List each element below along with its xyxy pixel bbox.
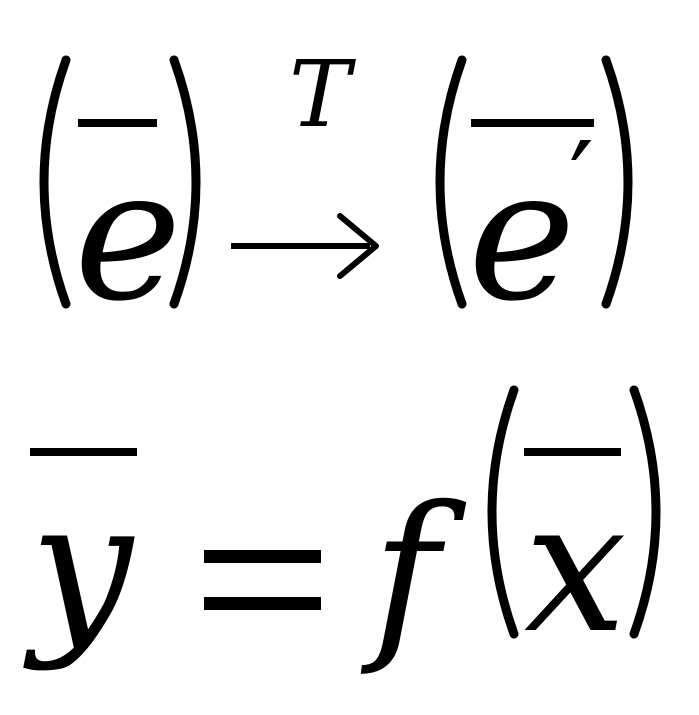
function-f: f [360, 467, 467, 679]
vector-e: e [74, 129, 182, 341]
equals-top-bar [204, 550, 321, 563]
equals-bottom-bar [204, 597, 321, 610]
left-paren-open [39, 55, 71, 309]
prime-mark: ′ [569, 118, 594, 246]
arg-paren-close [629, 385, 661, 639]
function-equation: y f x [23, 385, 661, 679]
equals-sign [204, 550, 321, 610]
vector-x: x [524, 461, 627, 673]
right-paren-close [601, 55, 633, 309]
arg-paren-open [487, 385, 519, 639]
transformation-equation: e T e ′ [39, 41, 633, 341]
vector-y: y [23, 461, 135, 673]
left-vector-group: e [39, 55, 201, 341]
right-vector-group: e ′ [435, 55, 633, 341]
argument-group: x [487, 385, 661, 673]
right-paren-open [435, 55, 467, 309]
vector-e-prime: e [468, 129, 576, 341]
left-paren-close [169, 55, 201, 309]
transform-arrow: T [231, 41, 379, 279]
transform-label-t: T [289, 41, 356, 148]
arrow-head [337, 213, 379, 279]
